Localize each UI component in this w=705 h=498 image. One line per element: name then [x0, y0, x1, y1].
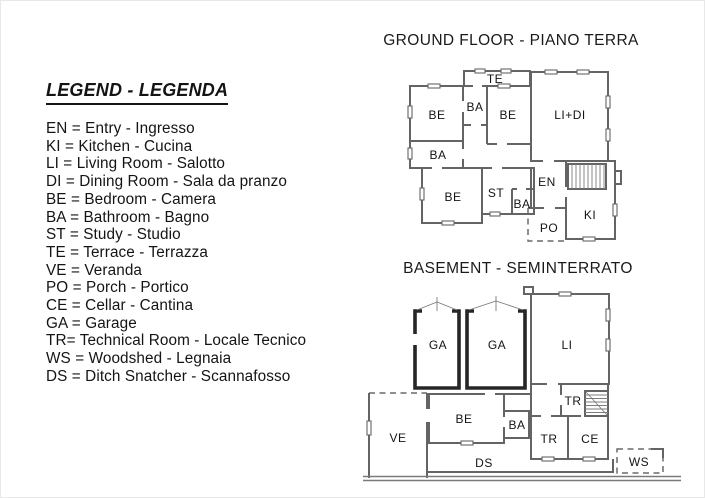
room-label-veranda: VE — [389, 431, 406, 445]
legend-entry-ce: CE = Cellar - Cantina — [46, 297, 194, 315]
ground-floor-title: GROUND FLOOR - PIANO TERRA — [383, 32, 639, 49]
ground-floor-stairs — [567, 163, 607, 190]
legend-entry-ki: KI = Kitchen - Cucina — [46, 137, 193, 155]
ground-floor-windows — [407, 68, 618, 242]
room-label-bathroom-3: BA — [513, 197, 530, 211]
basement-walls — [363, 286, 681, 482]
legend-entry-ws: WS = Woodshed - Legnaia — [46, 350, 232, 368]
legend: LEGEND - LEGENDA EN = Entry - Ingresso K… — [46, 80, 306, 386]
room-label-woodshed: WS — [629, 455, 649, 469]
room-label-bedroom-3: BE — [444, 190, 461, 204]
ground-floor-plan: TE BE BA BA BE LI+DI BE ST BA EN KI PO — [407, 68, 622, 242]
room-label-bathroom: BA — [508, 418, 525, 432]
legend-entry-ds: DS = Ditch Snatcher - Scannafosso — [46, 367, 291, 385]
legend-entry-ba: BA = Bathroom - Bagno — [46, 208, 210, 226]
room-label-technical-1: TR — [565, 394, 582, 408]
legend-entry-di: DI = Dining Room - Sala da pranzo — [46, 173, 287, 191]
room-label-bedroom-1: BE — [428, 108, 445, 122]
room-label-study: ST — [488, 186, 505, 200]
room-label-technical-2: TR — [541, 432, 558, 446]
room-label-terrace: TE — [487, 72, 503, 86]
room-label-entry: EN — [538, 175, 556, 189]
room-label-porch: PO — [540, 221, 558, 235]
legend-entry-li: LI = Living Room - Salotto — [46, 155, 226, 173]
basement-garage-walls — [413, 296, 527, 390]
woodshed-dashed-boundary — [616, 448, 664, 474]
legend-entry-te: TE = Terrace - Terrazza — [46, 243, 208, 261]
basement-plan: GA GA LI TR BE BA VE TR CE DS WS — [363, 286, 681, 482]
room-label-bathroom-1: BA — [429, 148, 446, 162]
basement-title: BASEMENT - SEMINTERRATO — [403, 260, 633, 277]
legend-entry-ga: GA = Garage — [46, 314, 137, 332]
legend-list: EN = Entry - Ingresso KI = Kitchen - Cuc… — [46, 120, 306, 386]
basement-room-labels: GA GA LI TR BE BA VE TR CE DS WS — [389, 338, 649, 470]
room-label-cellar: CE — [581, 432, 599, 446]
legend-entry-po: PO = Porch - Portico — [46, 279, 189, 297]
room-label-garage-2: GA — [488, 338, 506, 352]
porch-dashed-boundary — [527, 208, 566, 242]
legend-entry-be: BE = Bedroom - Camera — [46, 190, 217, 208]
ground-floor-door-openings — [432, 84, 568, 210]
room-label-kitchen: KI — [584, 208, 596, 222]
legend-title: LEGEND - LEGENDA — [46, 80, 229, 105]
legend-entry-tr: TR= Technical Room - Locale Tecnico — [46, 332, 307, 350]
room-label-living-dining: LI+DI — [554, 108, 586, 122]
room-label-living: LI — [561, 338, 572, 352]
legend-entry-ve: VE = Veranda — [46, 261, 143, 279]
legend-entry-st: ST = Study - Studio — [46, 226, 181, 244]
basement-stairs — [584, 390, 609, 417]
room-label-ditch: DS — [475, 456, 493, 470]
room-label-bedroom: BE — [455, 412, 472, 426]
ground-floor-room-labels: TE BE BA BA BE LI+DI BE ST BA EN KI PO — [428, 72, 596, 235]
room-label-bathroom-2: BA — [466, 100, 483, 114]
room-label-garage-1: GA — [429, 338, 447, 352]
basement-windows — [366, 291, 611, 462]
room-label-bedroom-2: BE — [499, 108, 516, 122]
legend-entry-en: EN = Entry - Ingresso — [46, 120, 195, 137]
